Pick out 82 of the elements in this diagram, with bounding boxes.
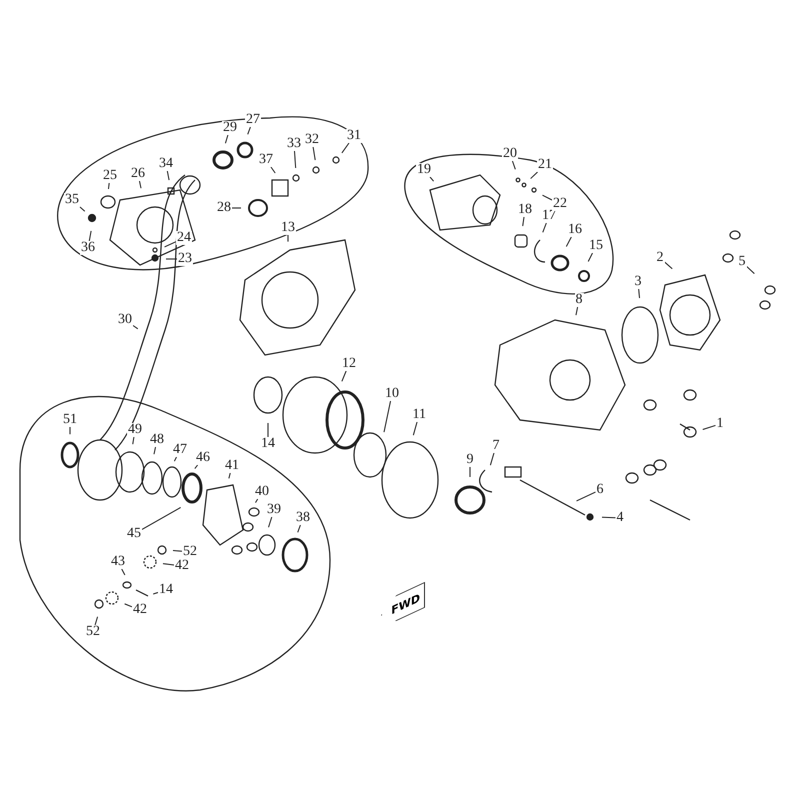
callout-number: 22: [552, 197, 568, 211]
leader-line: [268, 516, 272, 528]
leader-line: [152, 592, 158, 594]
callout-number: 5: [738, 255, 746, 269]
leader-line: [80, 206, 86, 212]
callout-number: 40: [254, 485, 270, 499]
leader-line: [270, 166, 276, 174]
callout-number: 20: [502, 147, 518, 161]
callout-number: 24: [176, 231, 192, 245]
leader-line: [172, 550, 182, 552]
callout-number: 46: [195, 451, 211, 465]
callout-number: 47: [172, 443, 188, 457]
callout-number: 12: [341, 357, 357, 371]
callout-number: 13: [280, 221, 296, 235]
leader-line: [664, 261, 673, 270]
leader-line: [108, 182, 110, 190]
leader-line: [542, 194, 552, 200]
leader-line: [297, 524, 301, 533]
callout-number: 29: [222, 121, 238, 135]
leader-line: [412, 422, 418, 436]
leader-line: [638, 288, 640, 299]
leader-line: [166, 170, 170, 181]
callout-number: 31: [346, 129, 362, 143]
callout-number: 8: [574, 293, 584, 307]
leader-line: [312, 146, 316, 161]
leader-line: [166, 258, 178, 260]
callout-number: 30: [117, 313, 133, 327]
callout-number: 23: [177, 252, 193, 266]
leader-line: [341, 142, 350, 154]
callout-number: 11: [412, 408, 427, 422]
leader-line: [88, 230, 92, 242]
leader-line: [602, 516, 616, 518]
callout-number: 2: [656, 251, 664, 265]
leader-line: [702, 424, 716, 430]
leader-line: [522, 216, 524, 227]
leader-line: [430, 176, 434, 182]
callout-number: 39: [266, 503, 282, 517]
leader-line: [228, 472, 231, 479]
callout-number: 32: [304, 133, 320, 147]
callout-number: 27: [245, 113, 261, 127]
leader-line: [138, 180, 142, 189]
leader-line: [542, 222, 547, 233]
leader-line: [162, 563, 174, 566]
leader-line: [490, 452, 494, 466]
callout-number: 43: [110, 555, 126, 569]
leader-line: [247, 126, 251, 135]
leader-line: [154, 446, 156, 455]
callout-number: 18: [517, 203, 533, 217]
leader-line: [132, 436, 134, 445]
leader-line: [194, 464, 198, 470]
leader-line: [575, 306, 578, 316]
leader-line: [512, 160, 516, 170]
callout-number: 15: [588, 239, 604, 253]
callout-number: 49: [127, 423, 143, 437]
callout-number: 7: [492, 439, 500, 453]
leader-line: [94, 616, 98, 626]
leader-line: [142, 506, 182, 530]
callout-number: 41: [224, 459, 240, 473]
leader-line: [294, 150, 296, 168]
leader-line: [254, 498, 258, 504]
leader-line: [576, 492, 596, 502]
callout-number: 48: [149, 433, 165, 447]
leader-line: [224, 134, 228, 144]
callout-number: 36: [80, 241, 96, 255]
callout-number: 19: [416, 163, 432, 177]
leader-line: [588, 252, 593, 262]
leader-line: [746, 266, 755, 274]
leader-line: [341, 370, 347, 382]
leader-line: [530, 172, 538, 180]
callout-number: 10: [384, 387, 400, 401]
callout-number: 37: [258, 153, 274, 167]
leader-line: [132, 325, 138, 330]
callout-number: 16: [567, 223, 583, 237]
leader-line: [164, 241, 176, 248]
callout-number: 21: [537, 158, 553, 172]
callout-number: 38: [295, 511, 311, 525]
leader-line: [566, 236, 572, 248]
leader-line: [124, 603, 132, 608]
leader-line: [121, 568, 126, 576]
leader-line: [384, 400, 392, 433]
callout-number: 26: [130, 167, 146, 181]
callout-number: 34: [158, 157, 174, 171]
